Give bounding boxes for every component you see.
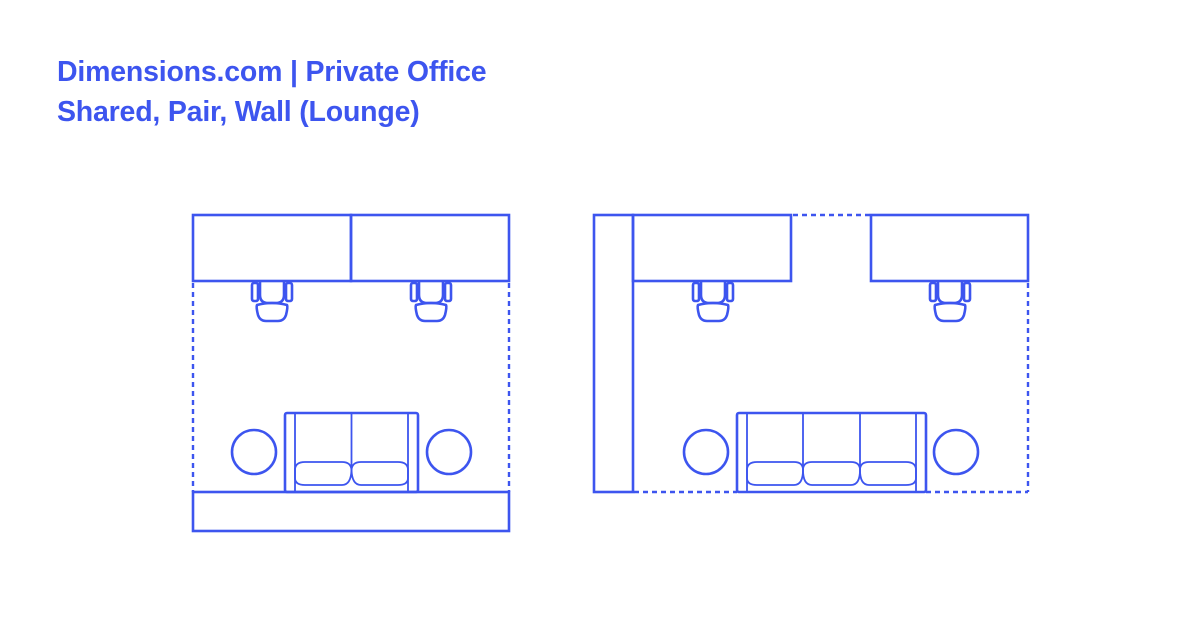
desk-right-2 [869,213,1030,283]
title-line-2: Shared, Pair, Wall (Lounge) [57,96,420,128]
side-table-icon [932,428,980,476]
title-line-1: Dimensions.com | Private Office [57,56,487,88]
desk-right-1 [631,213,793,283]
office-chair-icon [691,279,735,323]
layout-left [191,213,511,533]
page-title: Dimensions.com | Private Office Shared, … [57,52,487,132]
layout-right [592,213,1030,494]
desk-left-1 [191,213,353,283]
wall-cabinet [592,213,635,494]
credenza [191,490,511,533]
office-chair-icon [928,279,972,323]
sofa-icon [735,411,928,494]
side-table-icon [230,428,278,476]
desk-left-2 [349,213,511,283]
office-chair-icon [250,279,294,323]
side-table-icon [682,428,730,476]
side-table-icon [425,428,473,476]
loveseat-icon [283,411,420,494]
office-chair-icon [409,279,453,323]
